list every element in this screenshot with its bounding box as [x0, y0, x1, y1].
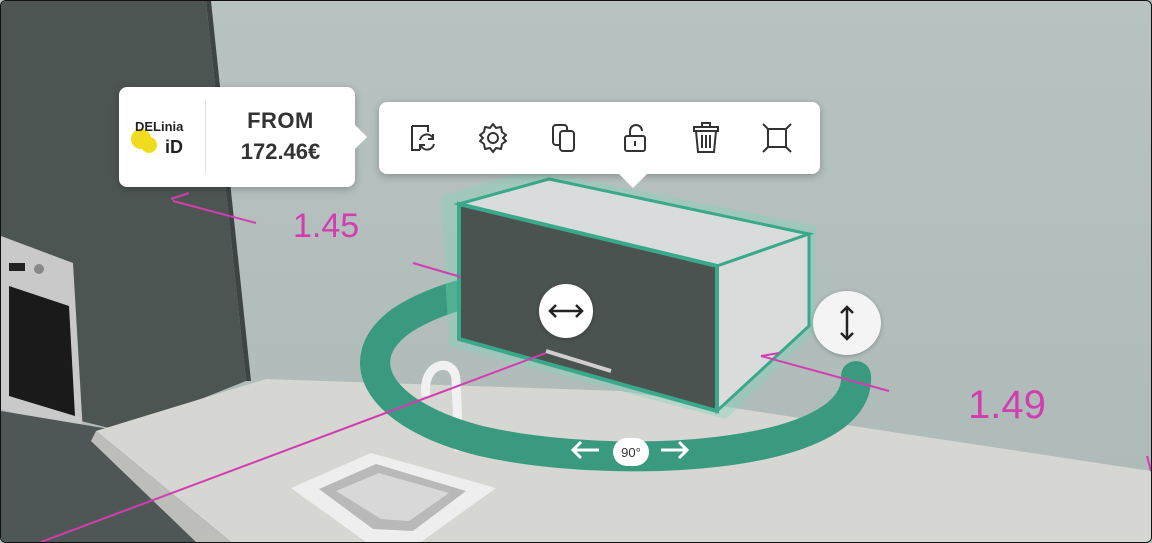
- trash-icon: [692, 122, 719, 153]
- resize-icon: [761, 123, 792, 153]
- price-from-label: FROM: [247, 108, 314, 133]
- object-toolbar: [379, 102, 820, 188]
- settings-button[interactable]: [470, 115, 516, 161]
- rotate-right-icon[interactable]: [657, 435, 691, 465]
- height-handle[interactable]: [813, 291, 881, 355]
- price-card: DELinia iD FROM 172.46€: [119, 87, 367, 187]
- rotate-left-icon[interactable]: [569, 435, 603, 465]
- move-handle[interactable]: [539, 284, 593, 338]
- brand-logo-text-top: DELinia: [135, 119, 184, 134]
- unlock-icon: [623, 124, 646, 152]
- gear-icon: [479, 123, 508, 153]
- brand-logo-text-bottom: iD: [165, 137, 183, 157]
- lock-toggle-button[interactable]: [612, 115, 658, 161]
- delete-button[interactable]: [683, 115, 729, 161]
- duplicate-button[interactable]: [541, 115, 587, 161]
- duplicate-icon: [552, 124, 576, 152]
- price-block: FROM 172.46€: [206, 106, 355, 168]
- price-value: 172.46€: [240, 139, 321, 164]
- card-divider: [205, 100, 206, 174]
- replace-icon: [411, 125, 436, 151]
- resize-button[interactable]: [754, 115, 800, 161]
- brand-logo: DELinia iD: [119, 87, 205, 187]
- dimension-label-left: 1.45: [293, 207, 360, 245]
- rotation-ring[interactable]: [360, 271, 871, 472]
- wall-cabinet-side: [715, 231, 811, 415]
- dimension-line: [40, 352, 547, 542]
- dimension-label-right: 1.49: [968, 383, 1046, 427]
- vertical-arrows-icon: [840, 305, 854, 341]
- replace-button[interactable]: [399, 115, 445, 161]
- rotation-angle-badge[interactable]: 90°: [613, 438, 649, 466]
- horizontal-arrows-icon: [548, 304, 584, 318]
